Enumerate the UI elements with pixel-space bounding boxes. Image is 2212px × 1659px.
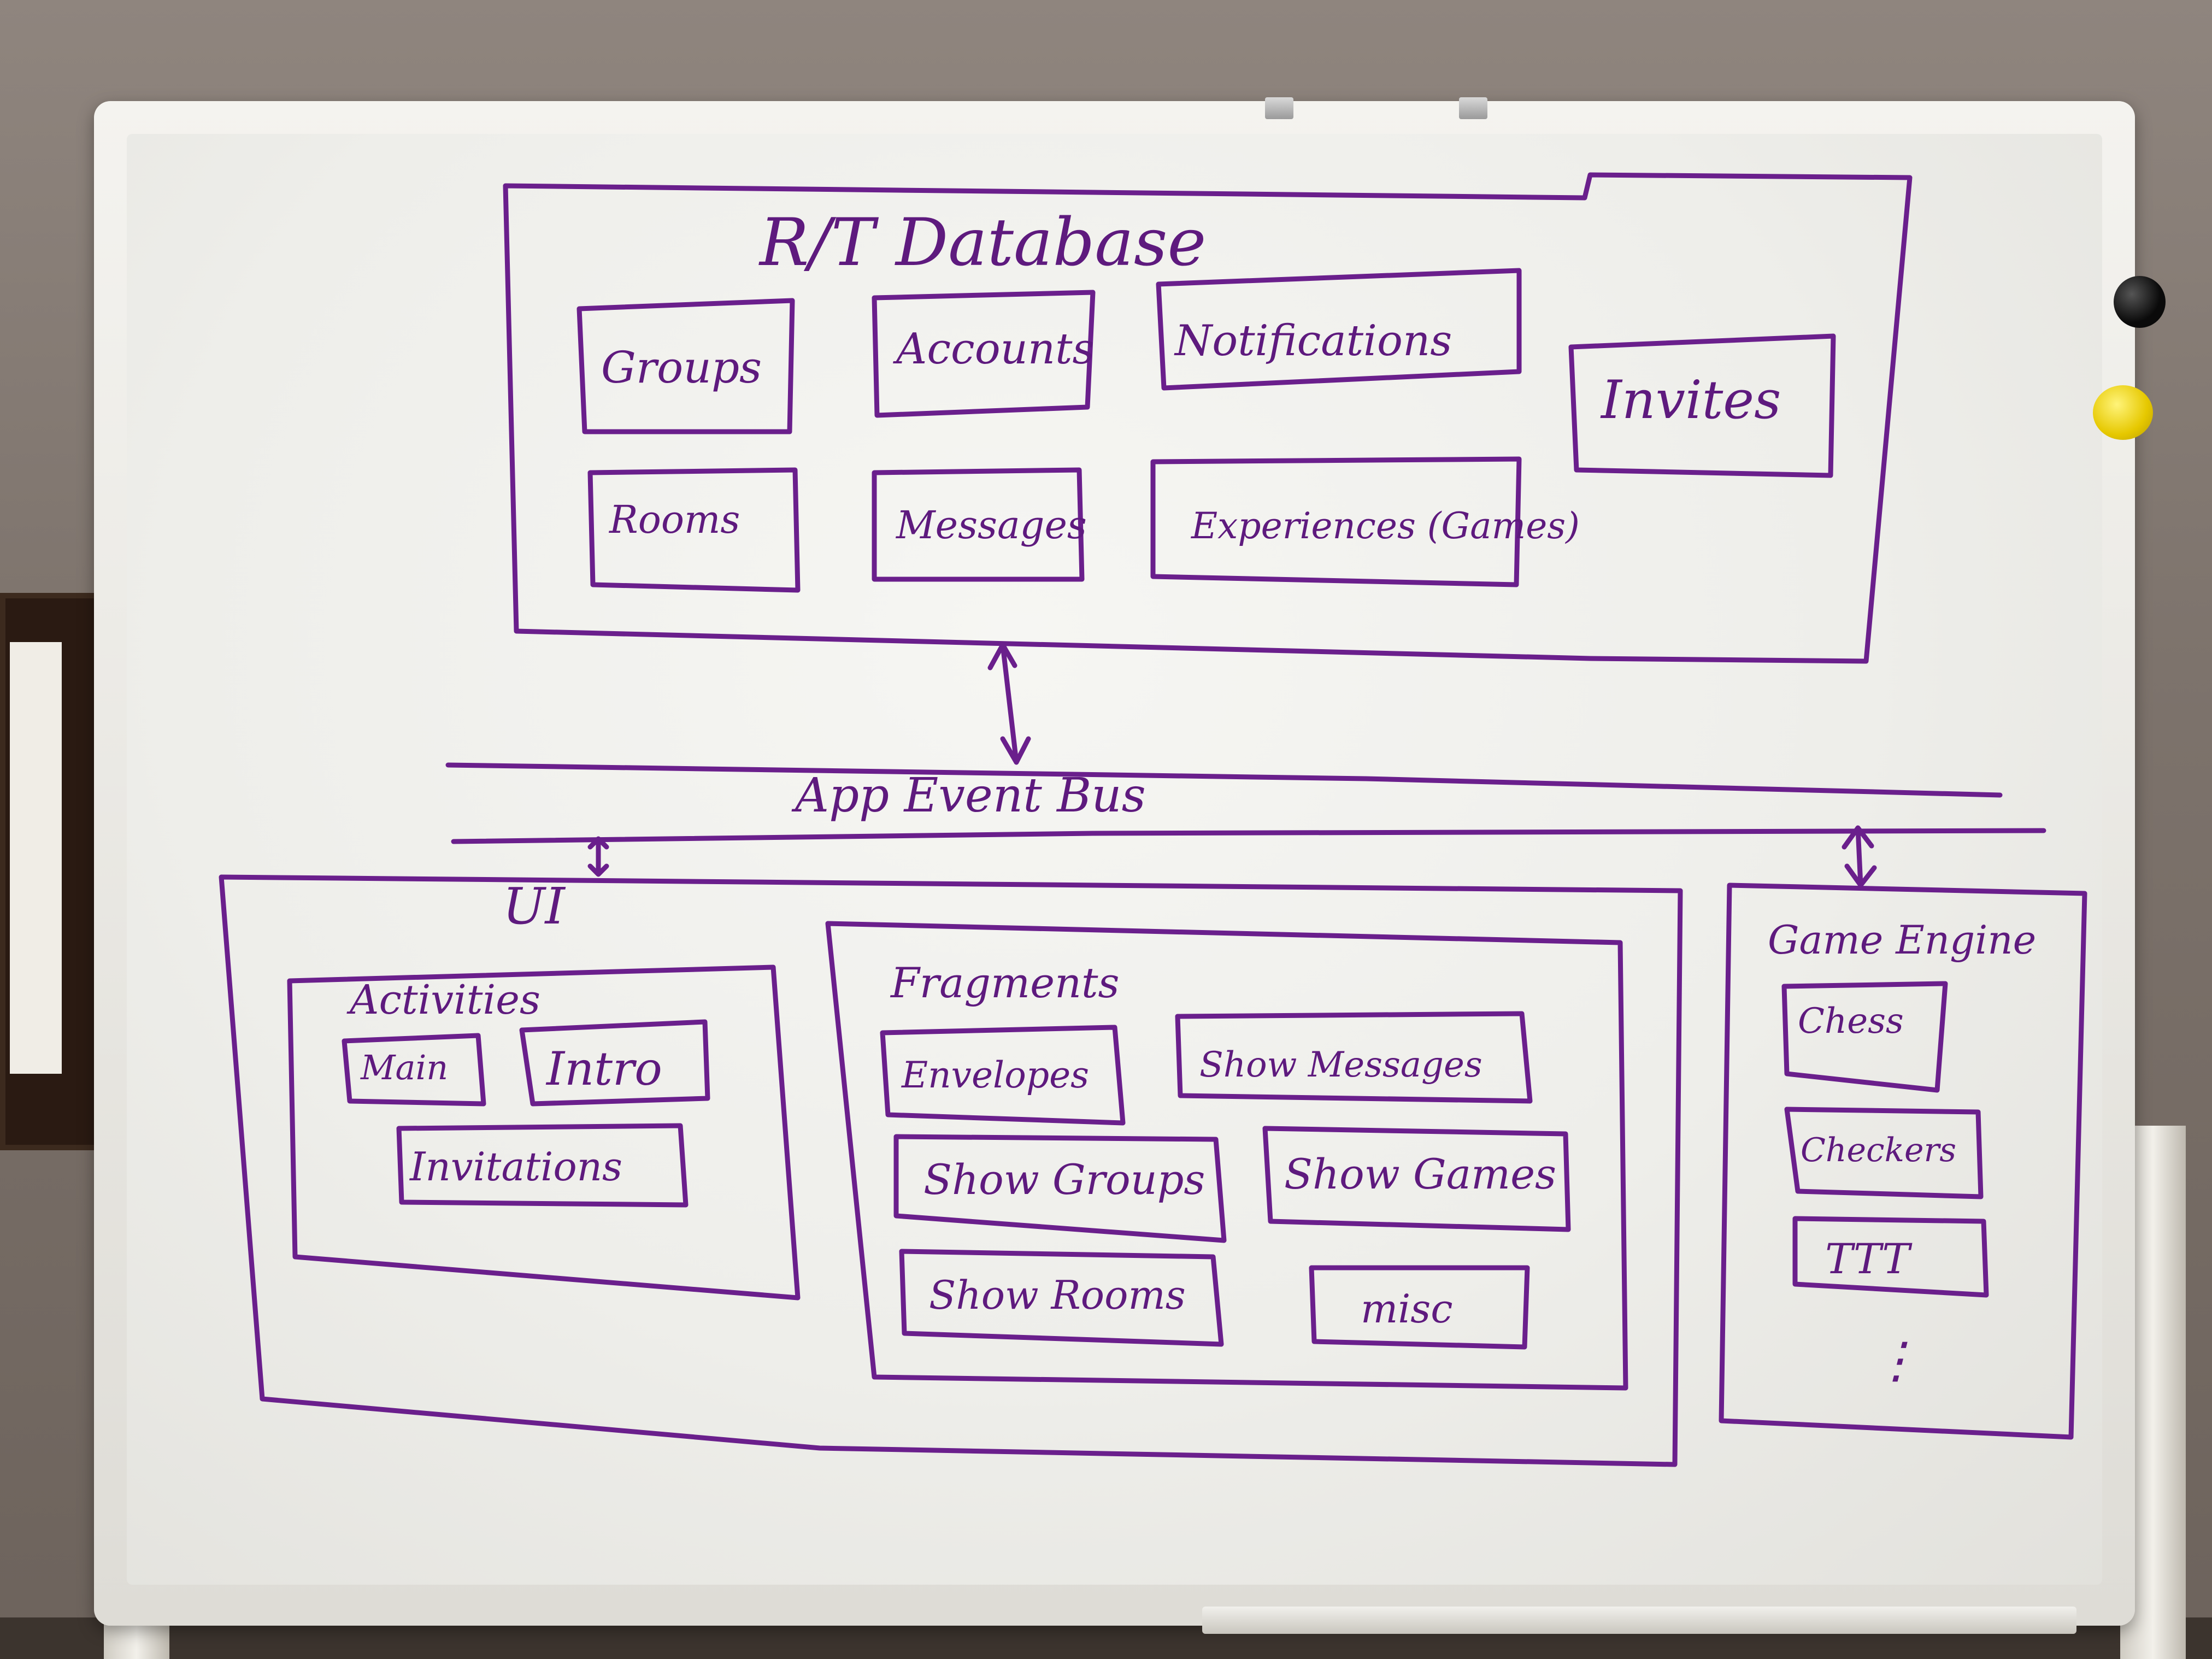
db-table-box	[872, 467, 1085, 582]
fragment-label: Show Rooms	[929, 1272, 1186, 1318]
fragments-box	[825, 921, 1628, 1391]
fragments-title: Fragments	[890, 958, 1120, 1007]
fragment-label: misc	[1361, 1286, 1453, 1332]
game-engine-box	[1719, 883, 2087, 1440]
black-magnet	[2114, 276, 2166, 328]
activity-label: Main	[360, 1048, 448, 1087]
yellow-magnet	[2093, 385, 2153, 440]
game-box	[1792, 1216, 1989, 1298]
game-label: Checkers	[1801, 1131, 1956, 1169]
db-table-label: Messages	[895, 503, 1087, 548]
db-table-label: Invites	[1600, 369, 1781, 431]
fragment-label: Show Messages	[1199, 1045, 1482, 1085]
bus-line-bottom	[451, 828, 2046, 844]
db-table-box	[576, 298, 795, 434]
board-clip	[1459, 97, 1487, 119]
double-arrow	[1842, 825, 1877, 888]
ui-box	[219, 874, 1683, 1467]
fragment-box	[1309, 1265, 1530, 1350]
marker-tray	[1202, 1607, 2076, 1634]
fragment-box	[880, 1025, 1126, 1126]
game-label: TTT	[1825, 1234, 1913, 1283]
bus-line-top	[445, 762, 2003, 798]
activities-box	[287, 964, 801, 1301]
fragment-label: Envelopes	[901, 1054, 1089, 1096]
database-title: R/T Database	[758, 205, 1206, 281]
double-arrow	[987, 642, 1031, 765]
fragment-box	[1175, 1011, 1533, 1104]
game-box	[1784, 1107, 1984, 1199]
fragment-box	[1262, 1126, 1571, 1232]
double-arrow	[587, 836, 609, 877]
ui-title: UI	[503, 877, 566, 936]
db-table-label: Notifications	[1174, 316, 1452, 366]
db-table-box	[1150, 456, 1522, 587]
activity-box	[396, 1123, 689, 1208]
fragment-box	[899, 1249, 1224, 1347]
fragment-label: Show Groups	[923, 1155, 1205, 1204]
db-table-box	[1568, 333, 1836, 478]
db-table-box	[587, 467, 801, 593]
db-table-label: Groups	[601, 342, 762, 393]
game-engine-title: Game Engine	[1768, 917, 2036, 963]
game-label: Chess	[1798, 1001, 1904, 1042]
activity-label: Invitations	[409, 1144, 622, 1190]
fragment-label: Show Games	[1284, 1150, 1556, 1198]
bus-label: App Event Bus	[791, 768, 1146, 823]
board-clip	[1265, 97, 1293, 119]
game-box	[1781, 981, 1948, 1093]
db-table-label: Experiences (Games)	[1191, 505, 1580, 547]
activity-box	[519, 1019, 710, 1107]
picture-mat	[10, 642, 62, 1074]
activities-title: Activities	[346, 976, 540, 1023]
activity-box	[342, 1033, 486, 1107]
db-table-box	[872, 290, 1096, 418]
db-table-box	[1156, 268, 1522, 391]
db-table-label: Accounts	[893, 325, 1095, 374]
fragment-box	[893, 1134, 1227, 1243]
db-table-label: Rooms	[608, 497, 740, 542]
game-more-ellipsis: ⋮	[1872, 1332, 1921, 1389]
activity-label: Intro	[545, 1042, 662, 1096]
database-box	[503, 172, 1913, 664]
